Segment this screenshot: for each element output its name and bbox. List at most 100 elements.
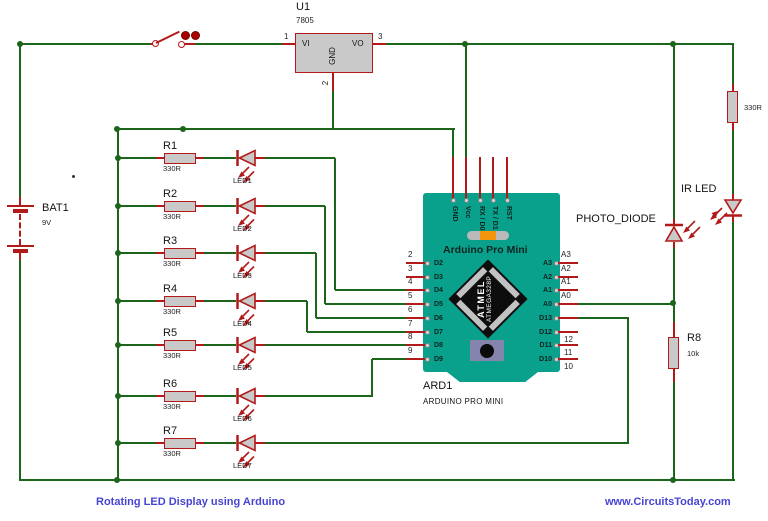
pin-pad xyxy=(463,197,469,203)
switch-toggle-button[interactable] xyxy=(191,31,200,40)
battery-plate-long xyxy=(7,205,34,207)
wire xyxy=(265,300,307,302)
footer-title: Rotating LED Display using Arduino xyxy=(96,496,286,508)
wire xyxy=(204,442,236,444)
resistor-body[interactable] xyxy=(164,295,196,307)
resistor-body[interactable] xyxy=(164,437,196,449)
resistor-body[interactable] xyxy=(164,152,196,164)
wire xyxy=(732,123,734,130)
wire xyxy=(578,317,629,319)
pin-number-label: 3 xyxy=(408,264,413,273)
wire xyxy=(255,300,265,302)
wire xyxy=(117,128,119,481)
r8-body[interactable] xyxy=(668,337,679,369)
wire xyxy=(265,344,406,346)
pin-name-label: D12 xyxy=(539,328,552,336)
wire xyxy=(265,395,373,397)
wire xyxy=(19,260,21,481)
wire xyxy=(156,205,165,207)
wire xyxy=(465,43,467,157)
pin-number-label: 2 xyxy=(408,250,413,259)
arduino-subtitle: ARDUINO PRO MINI xyxy=(423,397,504,406)
wire xyxy=(558,276,578,278)
wire xyxy=(196,252,205,254)
photo-diode-label: PHOTO_DIODE xyxy=(576,213,656,225)
arduino-board-title: Arduino Pro Mini xyxy=(443,244,528,256)
wire xyxy=(506,157,508,198)
pin-name-label: Vcc xyxy=(463,206,471,219)
resistor-body[interactable] xyxy=(164,200,196,212)
resistor-ref: R6 xyxy=(163,378,178,390)
regulator-pin-number-2: 2 xyxy=(321,80,330,86)
pin-name-label: A0 xyxy=(543,300,552,308)
wire xyxy=(265,157,335,159)
led-label: LED5 xyxy=(233,363,252,372)
pin-name-label: D2 xyxy=(434,259,443,267)
wire xyxy=(196,300,205,302)
pin-pad xyxy=(424,274,430,280)
pin-pad xyxy=(424,329,430,335)
switch-lever[interactable] xyxy=(155,30,180,44)
serial-header-center xyxy=(480,231,496,240)
pin-pad xyxy=(424,315,430,321)
wire xyxy=(479,157,481,198)
wire xyxy=(673,382,675,481)
wire xyxy=(732,43,734,84)
led-label: LED6 xyxy=(233,414,252,423)
pin-name-label: A3 xyxy=(543,259,552,267)
wire xyxy=(452,157,454,198)
wire xyxy=(627,317,629,444)
switch-toggle-button[interactable] xyxy=(181,31,190,40)
wire xyxy=(196,395,205,397)
junction-dot xyxy=(462,41,468,47)
led-icon xyxy=(236,292,256,326)
reset-button-cap[interactable] xyxy=(480,344,494,358)
wire xyxy=(204,205,236,207)
pin-name-label: D11 xyxy=(539,341,552,349)
led-label: LED1 xyxy=(233,176,252,185)
wire xyxy=(732,84,734,91)
wire xyxy=(673,242,675,248)
wire xyxy=(406,331,425,333)
junction-dot xyxy=(670,477,676,483)
wire xyxy=(673,43,675,219)
pin-name-label: TX / D1 xyxy=(490,206,498,230)
wire xyxy=(732,194,734,200)
pin-name-label: D8 xyxy=(434,341,443,349)
resistor-body[interactable] xyxy=(164,390,196,402)
battery-plate-long xyxy=(7,245,34,247)
wire xyxy=(558,317,578,319)
pin-number-label: 7 xyxy=(408,319,413,328)
wire xyxy=(373,43,386,45)
series-resistor-value: 330R xyxy=(744,103,762,112)
regulator-pin-vi: VI xyxy=(302,39,310,48)
regulator-body[interactable] xyxy=(295,33,373,73)
wire xyxy=(673,248,675,322)
wire xyxy=(156,442,165,444)
wire xyxy=(195,43,282,45)
pin-number-label: 12 xyxy=(564,335,573,344)
wire xyxy=(196,344,205,346)
ir-led-label: IR LED xyxy=(681,183,717,195)
wire xyxy=(265,252,316,254)
wire xyxy=(19,252,21,260)
r8-value: 10k xyxy=(687,349,700,358)
battery-value: 9V xyxy=(42,218,52,227)
resistor-body[interactable] xyxy=(164,247,196,259)
switch-contact xyxy=(152,40,159,47)
wire xyxy=(332,91,334,129)
resistor-body[interactable] xyxy=(164,339,196,351)
footer-site-link[interactable]: www.CircuitsToday.com xyxy=(605,496,731,508)
wire xyxy=(673,219,675,225)
wire xyxy=(255,395,265,397)
junction-dot xyxy=(180,126,186,132)
pin-number-label: 5 xyxy=(408,291,413,300)
wire xyxy=(492,157,494,198)
wire xyxy=(19,197,21,206)
pin-name-label: D7 xyxy=(434,328,443,336)
series-resistor-body[interactable] xyxy=(727,91,738,123)
wire xyxy=(315,253,317,318)
wire xyxy=(558,303,578,305)
pin-name-label: D10 xyxy=(539,355,552,363)
resistor-value: 330R xyxy=(163,402,181,411)
